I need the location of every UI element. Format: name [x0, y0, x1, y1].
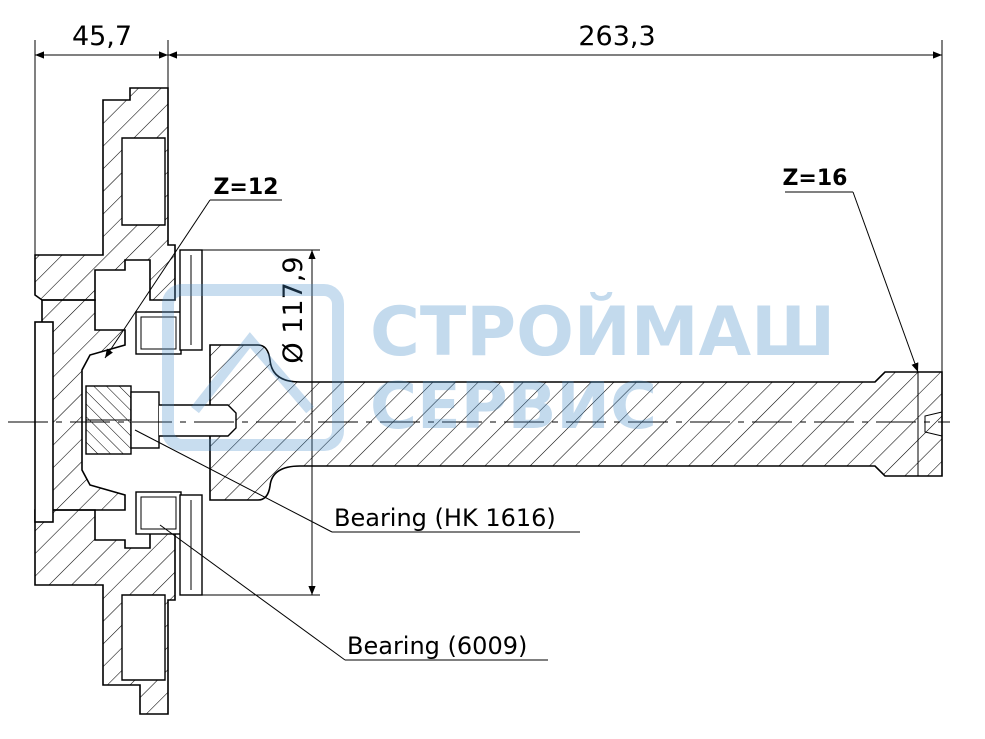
ball-bearing-lower	[135, 491, 203, 596]
gear-z12-label: Z=12	[213, 175, 278, 200]
dimension-top	[34, 40, 943, 372]
dimension-diameter	[202, 249, 320, 596]
leader-z16	[785, 191, 919, 373]
ball-bearing-upper	[135, 249, 203, 355]
dimension-left-width: 45,7	[72, 21, 132, 52]
bearing-ball-label: Bearing (6009)	[347, 632, 527, 660]
dimension-total-length: 263,3	[578, 21, 655, 52]
leader-ball-bearing	[159, 524, 548, 661]
bearing-needle-label: Bearing (HK 1616)	[334, 504, 556, 532]
leader-needle-bearing	[134, 429, 580, 533]
leader-z12	[104, 199, 282, 359]
needle-bearing	[85, 385, 237, 455]
watermark-line2: СЕРВИС	[370, 370, 657, 444]
dimension-diameter-text: Ø 117,9	[278, 256, 309, 363]
housing-section	[34, 87, 176, 715]
watermark-logo	[162, 284, 344, 451]
gear-z16-label: Z=16	[782, 166, 847, 191]
watermark-line1: СТРОЙМАШ	[370, 292, 835, 372]
